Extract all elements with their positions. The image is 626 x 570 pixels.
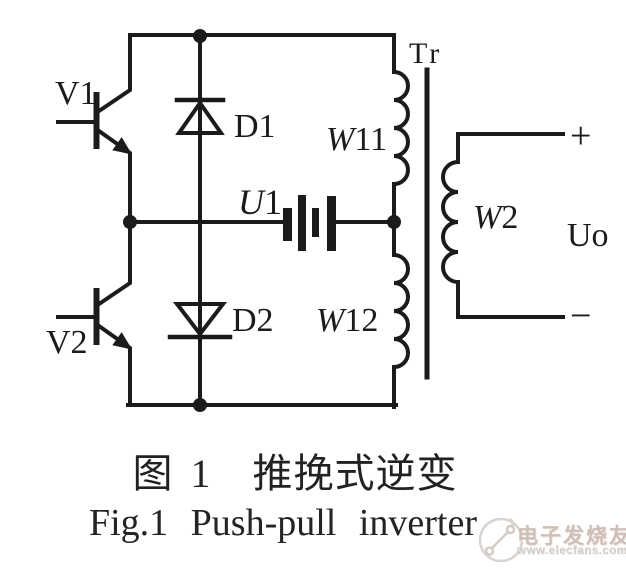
v2-base-bar xyxy=(93,288,100,345)
watermark: 电子发烧友 www.elecfans.com xyxy=(477,512,626,566)
label-d1: D1 xyxy=(234,108,276,145)
diode-d2 xyxy=(167,302,233,340)
label-d2: D2 xyxy=(232,302,274,339)
battery-plate xyxy=(283,208,292,241)
label-w11: W11 xyxy=(326,121,387,158)
label-uo: Uo xyxy=(567,217,609,254)
v2-emitter-lead xyxy=(96,323,132,407)
battery-u1 xyxy=(283,195,336,251)
label-plus: + xyxy=(570,115,591,157)
battery-plate xyxy=(312,208,319,237)
d1-triangle xyxy=(175,99,225,135)
junction-dot xyxy=(193,398,207,412)
label-tr: Tr xyxy=(409,37,442,70)
secondary-winding-w2 xyxy=(441,132,565,319)
v1-emitter-arrow-icon xyxy=(112,137,133,155)
junction-dot xyxy=(387,215,401,229)
label-v2: V2 xyxy=(46,324,88,361)
battery-plate xyxy=(327,196,336,251)
diode-d1 xyxy=(174,97,226,135)
label-w2: W2 xyxy=(473,199,518,236)
label-minus: − xyxy=(570,295,591,337)
battery-plate xyxy=(298,195,306,251)
transistor-v2 xyxy=(56,220,133,407)
d2-triangle xyxy=(172,302,228,338)
circuit-trace-logo-icon xyxy=(478,517,524,563)
label-w12: W12 xyxy=(316,302,378,339)
junction-dot xyxy=(193,29,207,43)
v2-emitter-arrow-icon xyxy=(112,332,133,350)
figure-caption-english: Fig.1 Push-pull inverter xyxy=(88,502,478,544)
watermark-brand-text: 电子发烧友 xyxy=(517,525,626,548)
junction-dot xyxy=(123,215,137,229)
figure-caption-chinese: 图 1 推挽式逆变 xyxy=(132,451,458,496)
transistor-v1 xyxy=(56,33,133,224)
v1-collector-lead xyxy=(96,33,132,114)
watermark-url-text: www.elecfans.com xyxy=(517,545,626,557)
v1-base-bar xyxy=(93,92,100,149)
label-u1: U1 xyxy=(238,182,282,222)
label-v1: V1 xyxy=(55,75,97,112)
v2-collector-lead xyxy=(96,220,132,307)
